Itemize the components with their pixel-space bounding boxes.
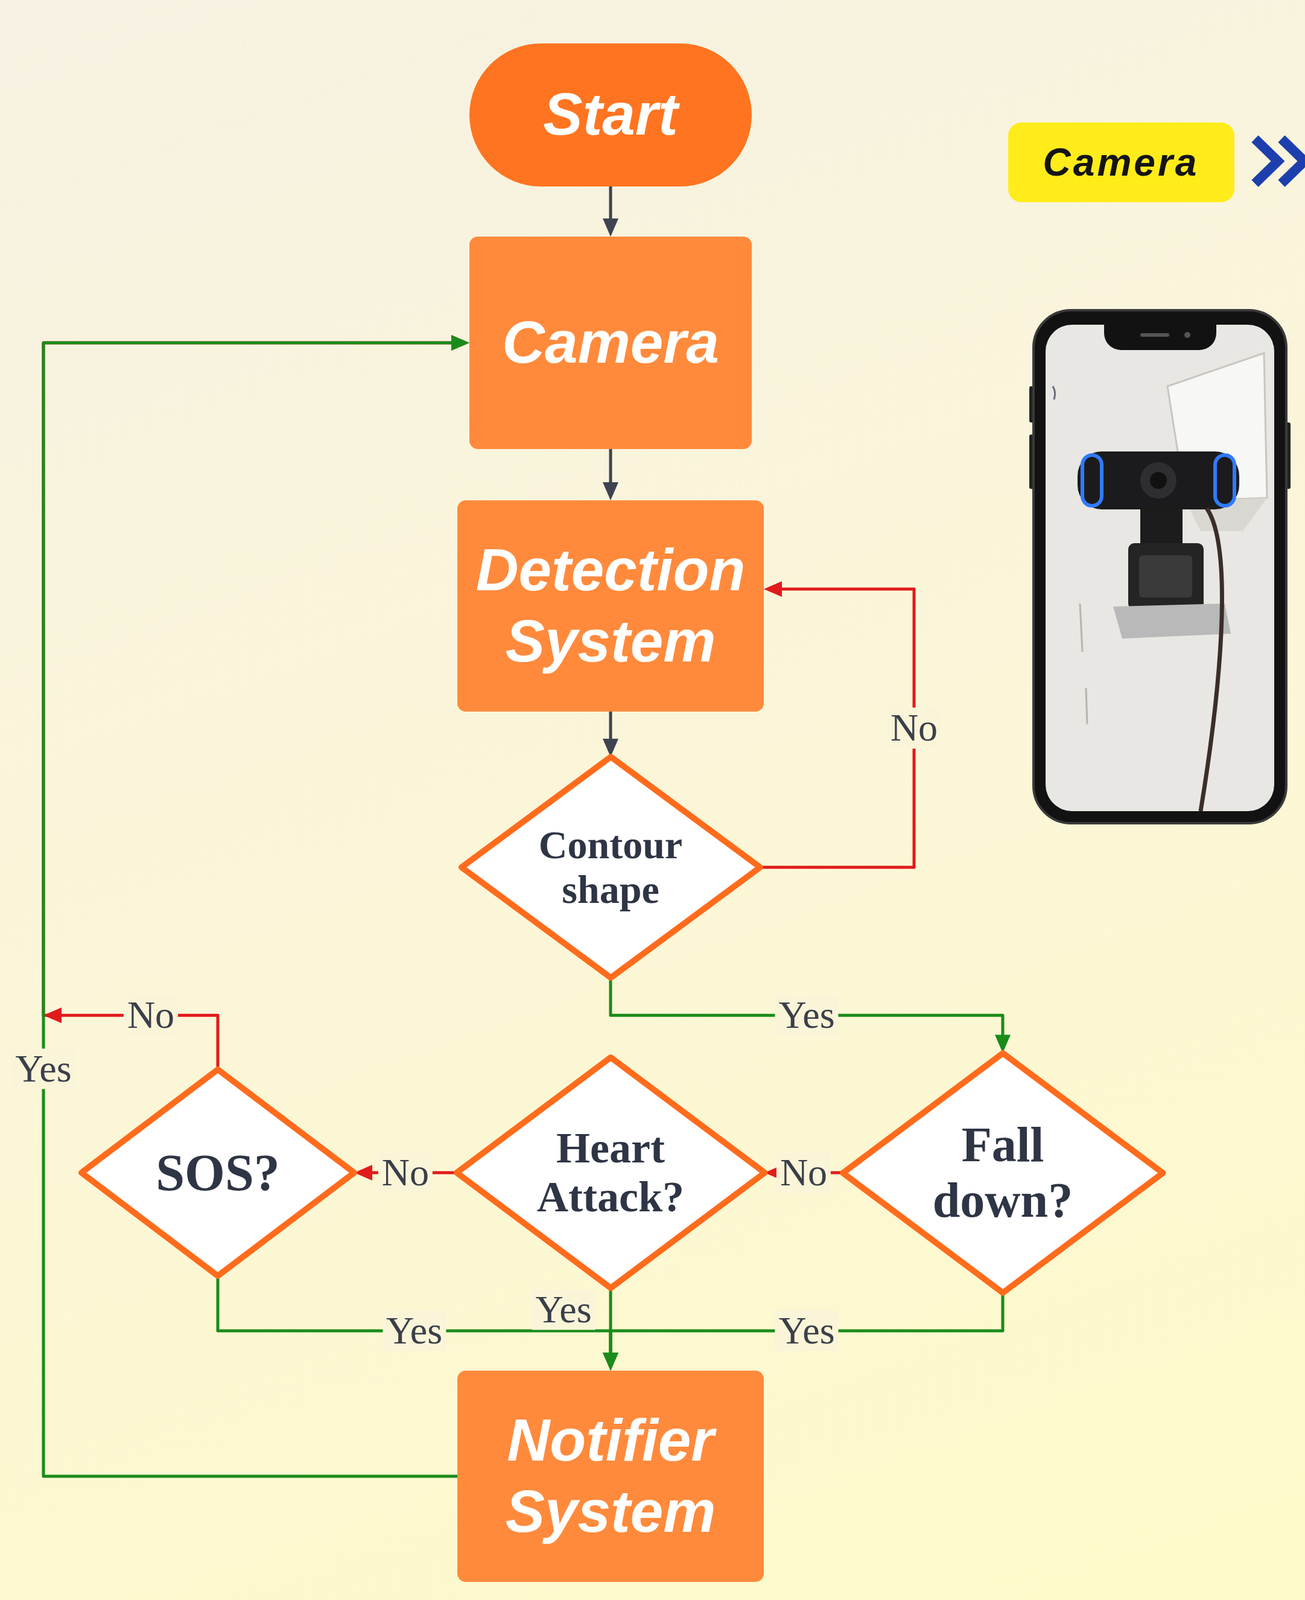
diamond-shape [461,756,761,978]
text-block: Camera [501,307,720,379]
webcam-ring [1215,454,1235,506]
connector-line [217,1275,611,1355]
connector-line [610,1291,1003,1355]
section-tag: Camera [1008,122,1235,203]
edge-label: No [123,994,178,1036]
process-box: Camera [469,236,752,449]
arrowhead [602,482,619,501]
connector [602,711,619,757]
connector [43,334,470,1476]
node-text: Camera [1043,139,1200,185]
node-text: Detection System [468,534,753,677]
decision-diamond: SOS? [81,1069,355,1276]
diamond-shape [456,1057,765,1288]
connector [610,977,1011,1053]
webcam-clip [1128,542,1204,610]
diamond-shape [842,1052,1163,1293]
phone-notch [1104,324,1217,350]
webcam-ring [1082,454,1102,506]
edge-label: No [776,1151,831,1193]
arrowhead [602,218,619,237]
edge-label: Yes [531,1288,595,1330]
text-block: Notifier System [468,1404,753,1547]
text-block: Camera [1043,139,1200,185]
connector-line [43,342,458,1476]
node-text: Fall down? [928,1116,1077,1228]
text-block: Fall down? [928,1116,1077,1228]
phone-screen [1045,324,1275,811]
chevron [1281,138,1305,184]
connector-line [608,711,612,741]
merge-arrowhead [43,1006,62,1023]
arrowhead [451,334,470,351]
connector-line [609,448,613,485]
edge-label: No [886,707,942,749]
start-terminal: Start [469,43,752,187]
phone-speaker [1140,333,1170,337]
arrowhead [602,1352,619,1371]
arrowhead [763,581,782,597]
webcam-neck [1140,505,1183,548]
phone-photo [1029,310,1291,823]
edge-label: Yes [11,1047,75,1089]
connector [602,186,619,238]
wall-mark [1079,603,1088,724]
webcam-lens [1140,462,1177,499]
text-block: Contour shape [533,822,688,912]
webcam-lens-core [1149,471,1167,489]
decision-diamond: Heart Attack? [456,1057,765,1288]
node-text: Heart Attack? [533,1123,688,1221]
decision-diamond: Contour shape [461,756,761,978]
arrowhead [602,1352,619,1371]
connector [602,1291,1003,1371]
decision-diamond: Fall down? [842,1052,1163,1293]
node-text: Notifier System [468,1404,753,1547]
text-block: Heart Attack? [533,1123,688,1221]
connector-line [43,342,454,1070]
edge-label: No [378,1151,433,1193]
connector [43,334,470,1070]
diamond-shape [81,1069,355,1276]
wall-mark [1052,386,1056,400]
connector-line [609,186,613,222]
edge-label: Yes [774,1309,839,1351]
arrowhead [602,1352,619,1371]
text-block: Detection System [468,534,753,677]
node-text: Camera [501,307,720,379]
process-box: Notifier System [457,1370,764,1582]
connector [217,1275,619,1371]
phone-camera-dot [1184,331,1191,338]
chevron-arrows [1254,138,1305,184]
connector [602,448,619,501]
edge-label: Yes [382,1309,446,1351]
text-block: Start [542,79,678,151]
phone-body [1033,310,1287,823]
node-text: SOS? [155,1143,280,1202]
connector-line [610,977,1003,1038]
edge-label: Yes [774,994,839,1036]
webcam-body [1077,451,1240,510]
text-block: SOS? [155,1143,280,1202]
webcam-cable [1200,508,1222,811]
webcam-clip-face [1139,555,1193,598]
arrowhead [451,334,470,351]
mount-bracket [1113,603,1231,639]
chevron [1254,138,1278,184]
node-text: Contour shape [533,822,688,912]
node-text: Start [542,79,678,151]
process-box: Detection System [457,500,764,712]
